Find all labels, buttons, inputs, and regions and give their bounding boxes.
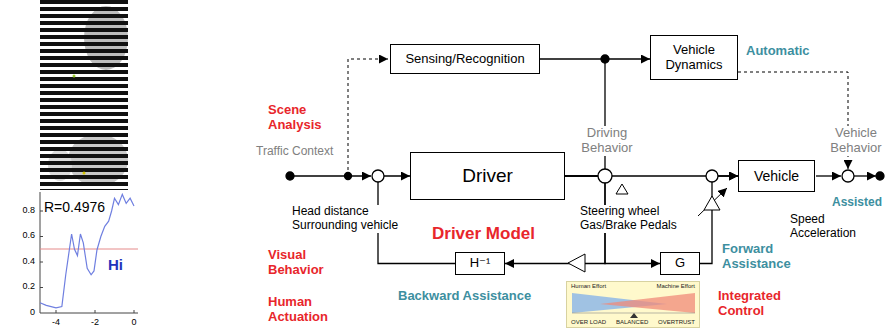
input-wire xyxy=(290,175,371,176)
figure-caption: OVERTRUST xyxy=(658,319,695,326)
text-row: Human Effort Machine Effort xyxy=(571,283,695,290)
section-label: Integrated Control xyxy=(718,289,798,319)
summing-junction xyxy=(842,170,854,182)
signal-label: Vehicle Behavior xyxy=(822,126,890,156)
eye-image xyxy=(40,0,128,190)
branch-dot xyxy=(345,173,352,180)
box-label: Driver xyxy=(417,165,558,187)
axis-tick-mark xyxy=(134,310,135,313)
correlation-value: R=0.4976 xyxy=(44,199,105,215)
axis-tick-mark xyxy=(56,310,57,313)
section-label: Visual Behavior xyxy=(268,248,343,278)
axis-tick-mark xyxy=(40,211,43,212)
mode-label: Automatic xyxy=(746,44,810,59)
box-label: Sensing/Recognition xyxy=(397,52,533,67)
amplifier-symbol xyxy=(568,254,585,272)
axis-tick-mark xyxy=(95,310,96,313)
gain-box: H⁻¹ xyxy=(455,252,505,275)
axis-tick: 0 xyxy=(5,307,35,317)
signal-wires xyxy=(290,59,876,216)
signal-label: Head distance Surrounding vehicle xyxy=(290,205,412,233)
section-label: Scene Analysis xyxy=(268,103,338,133)
box-label: H⁻¹ xyxy=(462,256,498,271)
signal-connector xyxy=(540,58,650,59)
gain-box: G xyxy=(660,252,700,275)
text-row: OVER LOAD BALANCED OVERTRUST xyxy=(571,319,695,326)
axis-tick-mark xyxy=(40,262,43,263)
figure-caption: Human Effort xyxy=(571,283,606,290)
signal-label: Steering wheel Gas/Brake Pedals xyxy=(578,205,692,233)
summing-junction xyxy=(706,170,718,182)
section-label: Backward Assistance xyxy=(398,289,531,304)
threshold-line xyxy=(40,249,138,250)
level-tag: Hi xyxy=(108,256,123,273)
axis-tick: 0 xyxy=(124,317,144,327)
y-axis xyxy=(40,192,41,313)
signal-label: Speed Acceleration xyxy=(790,213,872,241)
box-label: Vehicle Dynamics xyxy=(657,43,731,73)
section-label: Forward Assistance xyxy=(722,242,802,272)
box-label: Vehicle xyxy=(745,168,808,184)
axis-tick: 0.8 xyxy=(5,205,35,215)
axis-tick: -4 xyxy=(46,317,66,327)
data-curve xyxy=(40,194,134,308)
axis-tick: 0.4 xyxy=(5,256,35,266)
gaze-dot xyxy=(73,75,76,78)
output-wire xyxy=(854,175,876,176)
figure-caption: BALANCED xyxy=(616,319,648,326)
junctions xyxy=(286,55,884,272)
axis-tick: 0.2 xyxy=(5,281,35,291)
box-label: G xyxy=(667,256,693,271)
scan-lines xyxy=(40,0,128,190)
process-box: Sensing/Recognition xyxy=(390,44,540,74)
signal-label: Driving Behavior xyxy=(570,126,644,156)
process-box: Vehicle xyxy=(738,160,815,192)
correlation-plot xyxy=(40,192,138,313)
gaze-dot xyxy=(83,172,86,175)
process-box: Driver xyxy=(410,152,565,200)
axis-tick: -2 xyxy=(85,317,105,327)
adjust-arrow xyxy=(698,188,727,216)
terminal-dot xyxy=(876,172,884,180)
sensing-wire xyxy=(348,59,388,176)
axis-tick-mark xyxy=(40,236,43,237)
summing-junction xyxy=(598,169,612,183)
image-ground xyxy=(40,0,128,190)
fulcrum xyxy=(630,313,638,318)
model-title: Driver Model xyxy=(432,224,535,244)
terminal-dot xyxy=(286,172,294,180)
signal-label: Traffic Context xyxy=(256,145,333,159)
process-box: Vehicle Dynamics xyxy=(650,35,738,80)
axis-tick-mark xyxy=(40,287,43,288)
x-axis xyxy=(40,313,138,314)
output-wire xyxy=(816,175,841,176)
delta-symbol xyxy=(616,184,628,194)
figure-caption: OVER LOAD xyxy=(571,319,606,326)
balance-figure: Human Effort Machine EffortOVER LOAD BALAN… xyxy=(566,281,700,328)
balance-beam xyxy=(572,313,695,314)
branch-dot xyxy=(601,55,609,63)
amplifier-symbol xyxy=(704,196,720,210)
figure-caption: Machine Effort xyxy=(656,283,695,290)
machine-wedge xyxy=(600,293,695,313)
axis-tick: 0.6 xyxy=(5,230,35,240)
summing-junction xyxy=(372,170,384,182)
section-label: Human Actuation xyxy=(268,295,343,325)
mode-label: Assisted xyxy=(832,196,882,210)
